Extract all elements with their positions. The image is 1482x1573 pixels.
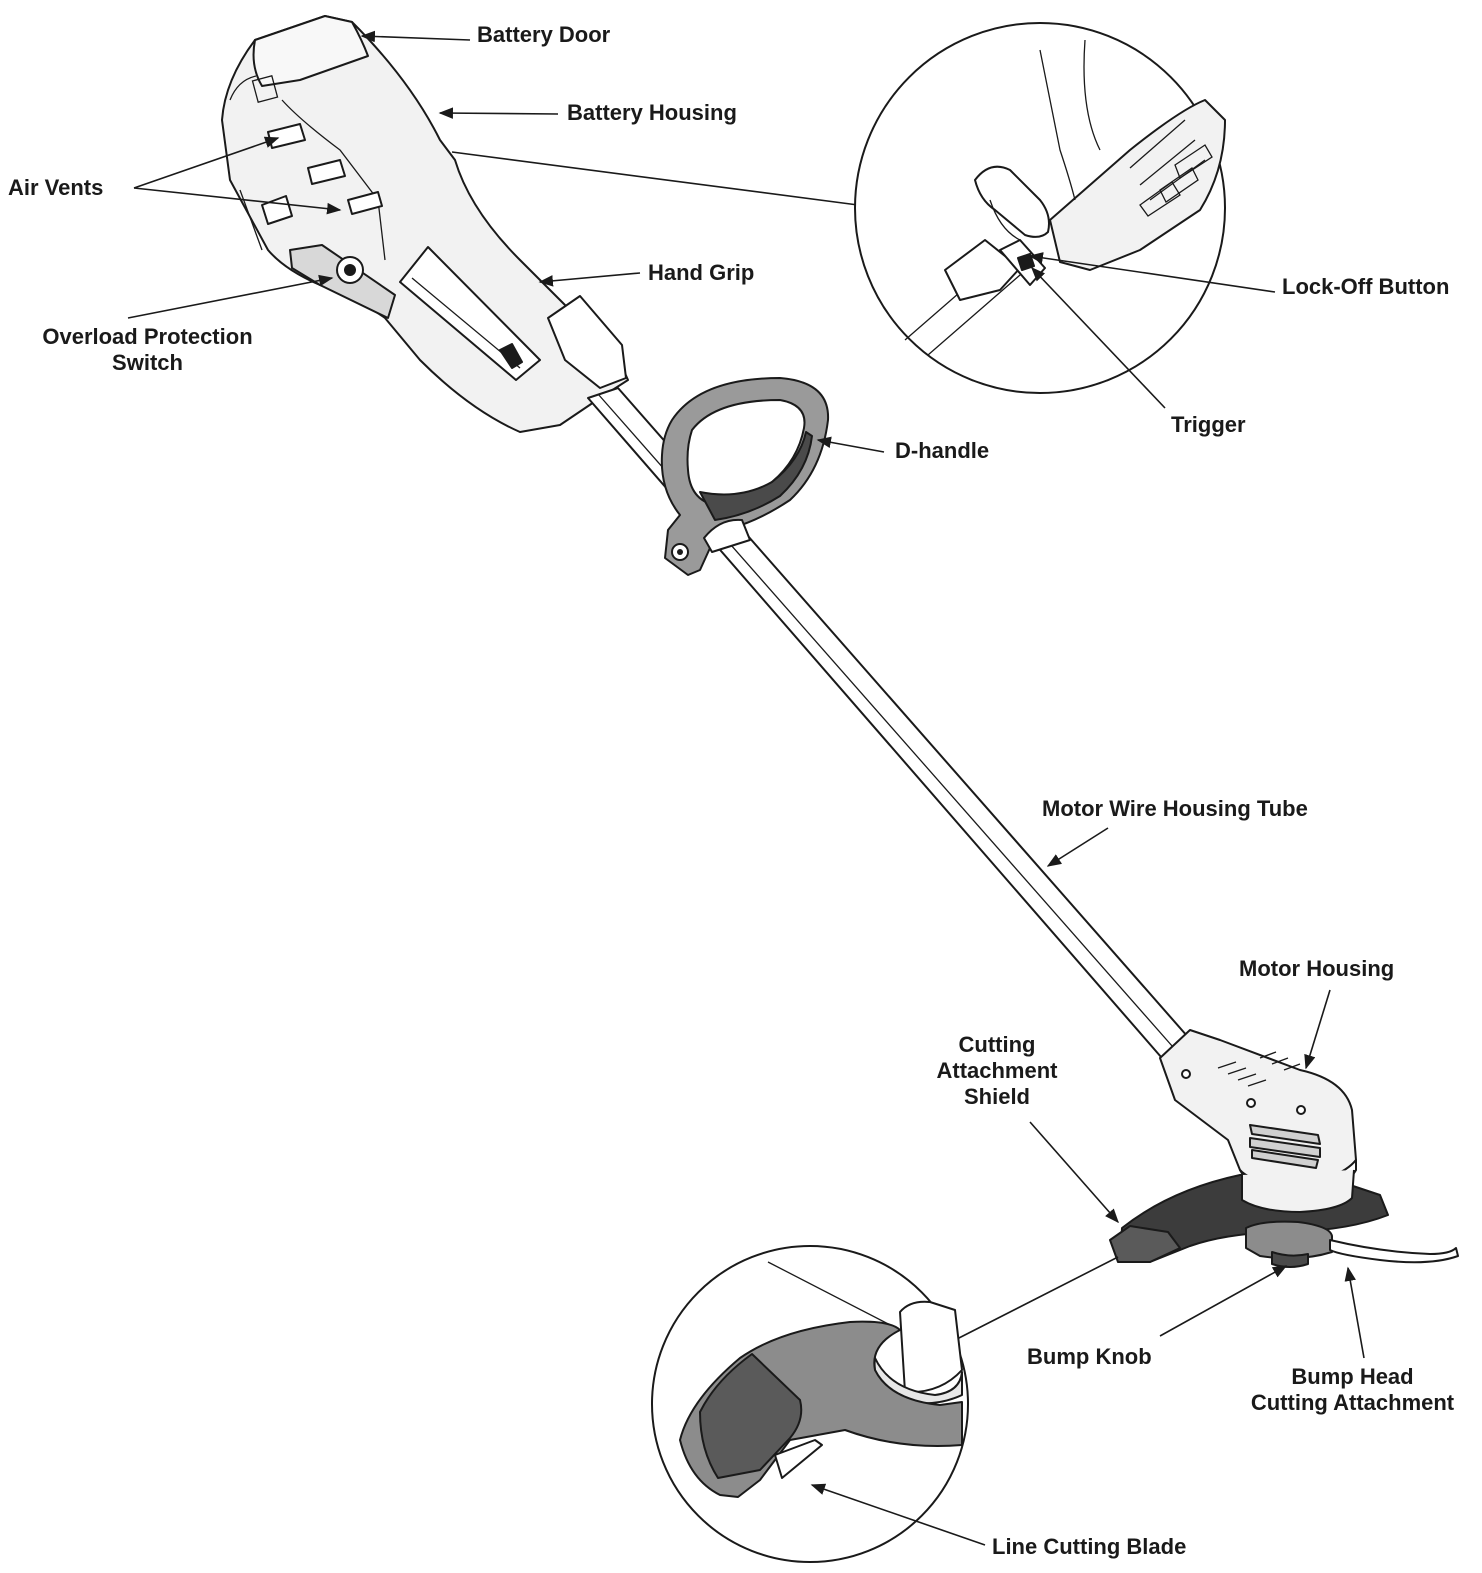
label-overload-protection-switch: Overload Protection Switch — [20, 324, 275, 376]
leader-bump-head — [1344, 1266, 1365, 1359]
hand-grip-graphic — [399, 246, 627, 389]
leader-battery-door — [360, 30, 471, 43]
trigger-detail-callout — [451, 22, 1226, 394]
label-bump-head-cutting-attachment: Bump Head Cutting Attachment — [1230, 1364, 1475, 1416]
leader-d-handle — [816, 436, 885, 453]
label-d-handle: D-handle — [895, 438, 990, 463]
label-shield-line2: Attachment — [936, 1058, 1058, 1083]
label-battery-door: Battery Door — [477, 22, 611, 47]
leader-shield — [1029, 1121, 1119, 1224]
label-overload-line1: Overload Protection — [42, 324, 253, 349]
bump-head-graphic — [1245, 1220, 1459, 1268]
battery-door — [251, 15, 369, 104]
label-hand-grip: Hand Grip — [648, 260, 755, 285]
label-lock-off-button: Lock-Off Button — [1282, 274, 1450, 299]
label-trigger: Trigger — [1171, 412, 1246, 437]
leader-lines — [127, 30, 1365, 1546]
motor-housing-graphic — [1159, 1029, 1357, 1213]
leader-hand-grip — [538, 272, 641, 287]
leader-motor-wire-tube — [1046, 827, 1109, 867]
leader-bump-knob — [1159, 1265, 1288, 1337]
d-handle-graphic — [660, 377, 830, 576]
blade-detail-callout — [651, 1245, 1119, 1563]
leader-line-cutting-blade — [810, 1483, 986, 1546]
label-battery-housing: Battery Housing — [567, 100, 737, 125]
leader-air-vents-b — [133, 187, 342, 215]
label-air-vents: Air Vents — [8, 175, 104, 200]
label-motor-housing: Motor Housing — [1239, 956, 1395, 981]
leader-motor-housing — [1304, 989, 1331, 1070]
label-shield-line1: Cutting — [958, 1032, 1036, 1057]
label-bump-knob: Bump Knob — [1027, 1344, 1152, 1369]
label-overload-line2: Switch — [112, 350, 183, 375]
label-motor-wire-housing-tube: Motor Wire Housing Tube — [1042, 796, 1308, 821]
label-line-cutting-blade: Line Cutting Blade — [992, 1534, 1187, 1559]
label-bump-head-line2: Cutting Attachment — [1250, 1390, 1455, 1415]
overload-protection-switch-graphic — [289, 244, 396, 319]
label-cutting-attachment-shield: Cutting Attachment Shield — [912, 1032, 1082, 1110]
label-shield-line3: Shield — [963, 1084, 1030, 1109]
leader-trigger — [1031, 266, 1166, 409]
label-bump-head-line1: Bump Head — [1291, 1364, 1414, 1389]
leader-battery-housing — [438, 107, 559, 119]
leader-overload-switch — [127, 274, 334, 319]
leader-lock-off-button — [1028, 252, 1276, 293]
leader-air-vents-a — [133, 136, 280, 189]
